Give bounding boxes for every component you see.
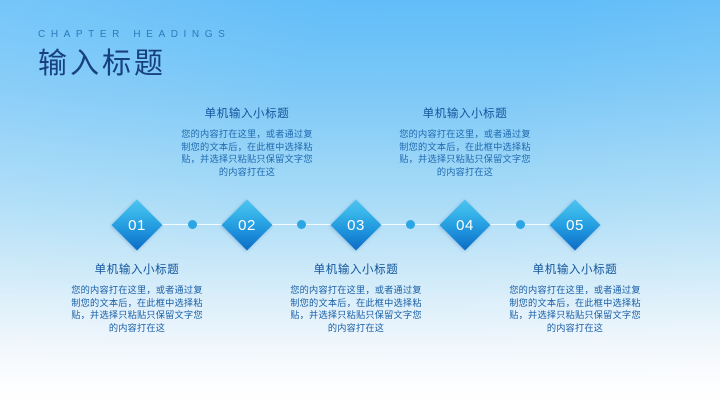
timeline-block-03: 单机输入小标题 您的内容打在这里，或者通过复制您的文本后，在此框中选择粘贴，并选… — [272, 262, 440, 334]
connector-dot-4 — [515, 220, 525, 229]
block-body: 您的内容打在这里，或者通过复制您的文本后，在此框中选择粘贴，并选择只粘贴只保留文… — [509, 285, 641, 333]
timeline-node-01[interactable]: 01 — [111, 199, 163, 251]
eyebrow-label: CHAPTER HEADINGS — [38, 29, 231, 40]
timeline-node-03[interactable]: 03 — [330, 199, 382, 251]
block-body: 您的内容打在这里，或者通过复制您的文本后，在此框中选择粘贴，并选择只粘贴只保留文… — [290, 285, 422, 333]
node-number: 02 — [238, 216, 256, 234]
block-title: 单机输入小标题 — [204, 108, 290, 120]
timeline: 01 02 03 04 05 — [0, 199, 720, 251]
node-number: 03 — [347, 216, 365, 234]
node-number: 01 — [128, 216, 146, 234]
timeline-node-05[interactable]: 05 — [549, 199, 601, 251]
connector-dot-1 — [187, 220, 197, 229]
slide-header: CHAPTER HEADINGS 输入标题 — [38, 28, 230, 81]
block-title: 单机输入小标题 — [94, 264, 180, 276]
block-body: 您的内容打在这里，或者通过复制您的文本后，在此框中选择粘贴，并选择只粘贴只保留文… — [71, 285, 203, 333]
page-title: 输入标题 — [38, 48, 167, 80]
block-title: 单机输入小标题 — [422, 108, 508, 120]
block-body: 您的内容打在这里，或者通过复制您的文本后，在此框中选择粘贴，并选择只粘贴只保留文… — [399, 129, 531, 177]
node-number: 05 — [566, 216, 584, 234]
node-number: 04 — [456, 216, 474, 234]
timeline-block-05: 单机输入小标题 您的内容打在这里，或者通过复制您的文本后，在此框中选择粘贴，并选… — [491, 262, 659, 334]
timeline-block-02: 单机输入小标题 您的内容打在这里，或者通过复制您的文本后，在此框中选择粘贴，并选… — [163, 106, 331, 178]
block-title: 单机输入小标题 — [313, 264, 399, 276]
timeline-node-02[interactable]: 02 — [221, 199, 273, 251]
timeline-block-01: 单机输入小标题 您的内容打在这里，或者通过复制您的文本后，在此框中选择粘贴，并选… — [53, 262, 221, 334]
connector-dot-2 — [296, 220, 306, 229]
timeline-block-04: 单机输入小标题 您的内容打在这里，或者通过复制您的文本后，在此框中选择粘贴，并选… — [381, 106, 549, 178]
connector-dot-3 — [405, 220, 415, 229]
block-title: 单机输入小标题 — [532, 264, 618, 276]
timeline-node-04[interactable]: 04 — [439, 199, 491, 251]
block-body: 您的内容打在这里，或者通过复制您的文本后，在此框中选择粘贴，并选择只粘贴只保留文… — [181, 129, 313, 177]
